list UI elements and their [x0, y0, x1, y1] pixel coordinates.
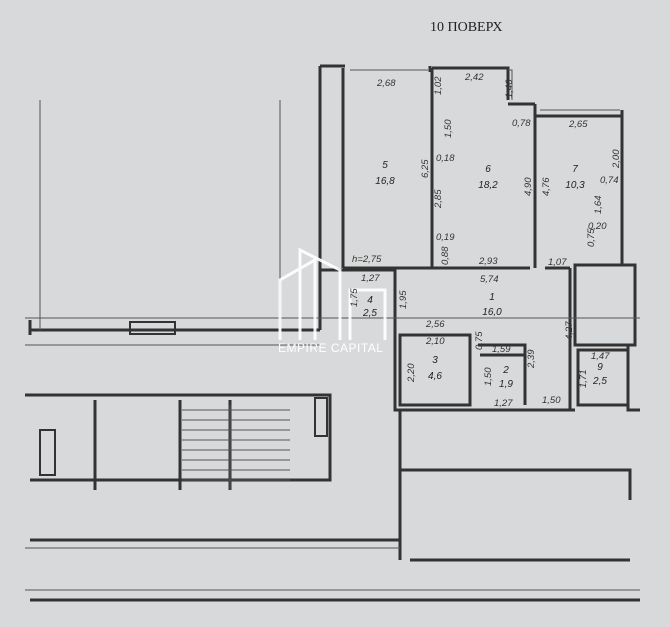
watermark-logo: [278, 247, 387, 340]
room-number: 5: [382, 160, 388, 171]
room-area: 1,9: [499, 379, 513, 390]
dimension-labels: 2,68 2,42 1,46 1,02 1,50 0,18 6,25 2,85 …: [349, 72, 622, 409]
dimension: 2,10: [425, 336, 445, 347]
dimension: 0,18: [436, 153, 455, 164]
dimension: 1,27: [361, 273, 380, 284]
room-number: 1: [489, 292, 495, 303]
dimension: 2,42: [464, 72, 484, 83]
dimension: 0,74: [600, 175, 619, 186]
room-number: 2: [502, 365, 509, 376]
room-number: 7: [572, 164, 578, 175]
dimension: 5,74: [480, 274, 499, 285]
dimension: 1,07: [548, 257, 567, 268]
room-number: 4: [367, 295, 373, 306]
dimension: 1,50: [483, 367, 494, 386]
dimension: 0,75: [474, 331, 485, 350]
dimension: 2,00: [611, 149, 622, 169]
dimension: 2,39: [526, 349, 537, 369]
dimension: 4,76: [541, 177, 552, 196]
dimension: 2,65: [568, 119, 588, 130]
dimension: 1,75: [349, 288, 360, 307]
dimension: 1,50: [443, 119, 454, 138]
dimension: 1,47: [591, 351, 610, 362]
dimension: 2,93: [478, 256, 498, 267]
dimension: 6,25: [420, 159, 431, 178]
room-number: 9: [597, 362, 603, 373]
dimension: 1,50: [542, 395, 561, 406]
dimension: 0,19: [436, 232, 455, 243]
room-area: 4,6: [428, 371, 442, 382]
room-labels: 5 16,8 6 18,2 7 10,3 1 16,0 4 2,5 3 4,6 …: [362, 160, 607, 390]
floor-title: 10 ПОВЕРХ: [430, 20, 503, 35]
room-number: 6: [485, 164, 491, 175]
ceiling-height: h=2,75: [352, 254, 382, 265]
room-area: 18,2: [478, 180, 498, 191]
dimension: 1,46: [504, 79, 515, 98]
dimension: 1,27: [494, 398, 513, 409]
dimension: 1,71: [578, 370, 589, 389]
dimension: 2,68: [376, 78, 396, 89]
room-area: 2,5: [592, 376, 607, 387]
room-area: 10,3: [565, 180, 585, 191]
room-area: 16,8: [375, 176, 395, 187]
dimension: 2,85: [433, 189, 444, 209]
dimension: 1,02: [433, 76, 444, 95]
dimension: 1,64: [593, 196, 604, 215]
room-area: 16,0: [482, 307, 502, 318]
dimension: 0,88: [440, 246, 451, 265]
dimension: 0,78: [512, 118, 531, 129]
watermark-text: EMPIRE CAPITAL: [278, 341, 383, 355]
dimension: 4,90: [523, 177, 534, 196]
dimension: 0,75: [586, 228, 597, 247]
room-area: 2,5: [362, 308, 377, 319]
dimension: 2,20: [406, 363, 417, 383]
dimension: 4,27: [564, 321, 575, 340]
dimension: 0,20: [588, 221, 607, 232]
dimension: 1,95: [398, 290, 409, 309]
dimension: 2,56: [425, 319, 445, 330]
room-number: 3: [432, 355, 438, 366]
dimension: 1,59: [492, 344, 511, 355]
walls: [25, 64, 640, 602]
